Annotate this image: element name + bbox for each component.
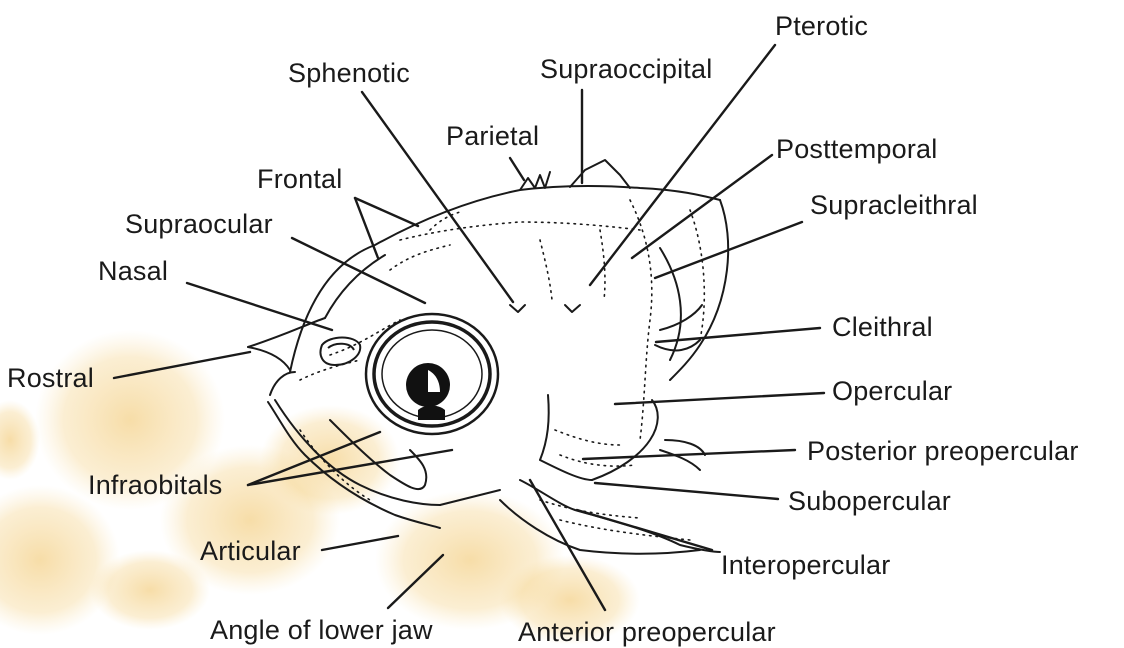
label-supraoccipital: Supraoccipital [540,54,712,84]
leader-posterior-preopercular [583,450,795,459]
label-sphenotic: Sphenotic [288,58,410,88]
label-frontal: Frontal [257,164,342,194]
leader-subopercular [595,483,778,499]
label-supracleithral: Supracleithral [810,190,978,220]
label-angle-of-lower-jaw: Angle of lower jaw [210,615,433,645]
leader-interopercular [577,510,712,550]
label-posttemporal: Posttemporal [776,134,937,164]
label-articular: Articular [200,536,301,566]
label-rostral: Rostral [7,363,94,393]
label-anterior-preopercular: Anterior preopercular [518,617,776,647]
label-subopercular: Subopercular [788,486,951,516]
label-parietal: Parietal [446,121,539,151]
label-cleithral: Cleithral [832,312,933,342]
leader-nasal [187,283,332,330]
label-pterotic: Pterotic [775,11,868,41]
label-supraocular: Supraocular [125,209,273,239]
label-interopercular: Interopercular [721,550,890,580]
label-nasal: Nasal [98,256,168,286]
label-opercular: Opercular [832,376,952,406]
nostril [321,338,361,366]
leader-supracleithral [655,222,802,278]
label-posterior-preopercular: Posterior preopercular [807,436,1079,466]
leader-supraocular [292,238,425,303]
leader-parietal [510,158,524,180]
eye [366,314,498,434]
label-infraobitals: Infraobitals [88,470,222,500]
leader-opercular [615,393,824,404]
